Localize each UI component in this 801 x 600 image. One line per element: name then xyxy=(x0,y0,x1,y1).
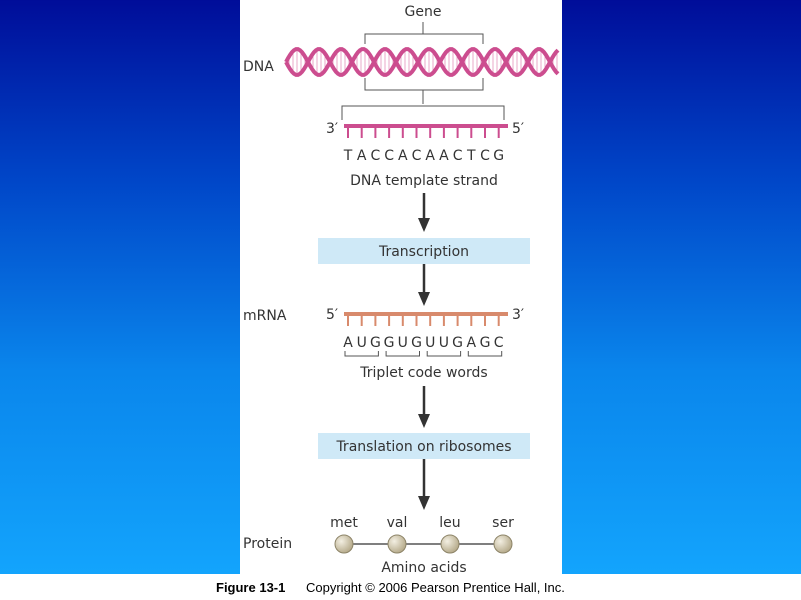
mrna-strand-caption: Triplet code words xyxy=(359,365,487,381)
base-letter: C xyxy=(480,148,490,164)
codon-brackets xyxy=(344,351,503,357)
base-letter: C xyxy=(453,148,463,164)
strand-bracket xyxy=(341,105,505,120)
dna-side-label: DNA xyxy=(243,59,274,75)
helix-backbone xyxy=(284,47,560,77)
arrow-down-icon xyxy=(418,193,430,232)
base-letter: U xyxy=(425,335,435,351)
base-letter: G xyxy=(370,335,381,351)
codon-bracket xyxy=(426,351,462,357)
dna-3prime-end: 3′ xyxy=(326,121,338,137)
amino-acid-bead xyxy=(493,534,513,554)
base-letter: G xyxy=(452,335,463,351)
base-letter: A xyxy=(467,335,477,351)
gene-bracket xyxy=(364,22,484,44)
codon-bracket xyxy=(344,351,379,357)
base-letter: C xyxy=(494,335,504,351)
base-letter: C xyxy=(412,148,422,164)
amino-acid-label: met xyxy=(330,515,358,531)
base-letter: A xyxy=(357,148,367,164)
helix-backbone xyxy=(284,47,560,77)
arrow-down-icon xyxy=(418,264,430,306)
arrow-down-icon xyxy=(418,386,430,428)
amino-acids-caption: Amino acids xyxy=(381,560,466,574)
amino-acid-label: leu xyxy=(439,515,460,531)
arrow-down-icon xyxy=(418,459,430,510)
base-letter: T xyxy=(343,148,353,164)
base-letter: C xyxy=(371,148,381,164)
mrna-5prime-end: 5′ xyxy=(326,307,338,323)
mrna-strand xyxy=(344,312,508,326)
base-letter: A xyxy=(398,148,408,164)
codon-bracket xyxy=(385,351,420,357)
amino-acid-bead xyxy=(334,534,354,554)
base-letter: G xyxy=(493,148,504,164)
gene-label: Gene xyxy=(405,4,442,20)
dna-5prime-end: 5′ xyxy=(512,121,524,137)
mrna-side-label: mRNA xyxy=(243,308,287,324)
gene-lower-bracket xyxy=(364,78,484,104)
translation-banner xyxy=(318,433,530,459)
dna-double-helix xyxy=(284,47,560,77)
strand-backbone xyxy=(344,124,508,128)
base-letter: U xyxy=(398,335,408,351)
protein-side-label: Protein xyxy=(243,536,292,552)
base-letter: G xyxy=(480,335,491,351)
base-letter: A xyxy=(425,148,435,164)
translation-label: Translation on ribosomes xyxy=(335,439,511,455)
mrna-3prime-end: 3′ xyxy=(512,307,524,323)
dna-template-strand xyxy=(344,124,508,138)
base-letter: G xyxy=(384,335,395,351)
strand-backbone xyxy=(344,312,508,316)
base-letter: U xyxy=(439,335,449,351)
base-letter: C xyxy=(384,148,394,164)
base-letter: A xyxy=(439,148,449,164)
amino-acid-chain: met val leu ser xyxy=(330,515,514,554)
amino-acid-label: val xyxy=(387,515,408,531)
transcription-banner xyxy=(318,238,530,264)
codon-bracket xyxy=(467,351,503,357)
amino-acid-bead xyxy=(387,534,407,554)
base-letter: G xyxy=(411,335,422,351)
base-letter: T xyxy=(466,148,476,164)
copyright-text: Copyright © 2006 Pearson Prentice Hall, … xyxy=(306,580,565,595)
amino-acid-label: ser xyxy=(492,515,514,531)
base-letter: A xyxy=(343,335,353,351)
dna-strand-caption: DNA template strand xyxy=(350,173,498,189)
footer: Figure 13-1 Copyright © 2006 Pearson Pre… xyxy=(0,574,801,600)
figure-label: Figure 13-1 xyxy=(216,580,286,595)
transcription-label: Transcription xyxy=(378,244,469,260)
base-letter: U xyxy=(357,335,367,351)
amino-acid-bead xyxy=(440,534,460,554)
